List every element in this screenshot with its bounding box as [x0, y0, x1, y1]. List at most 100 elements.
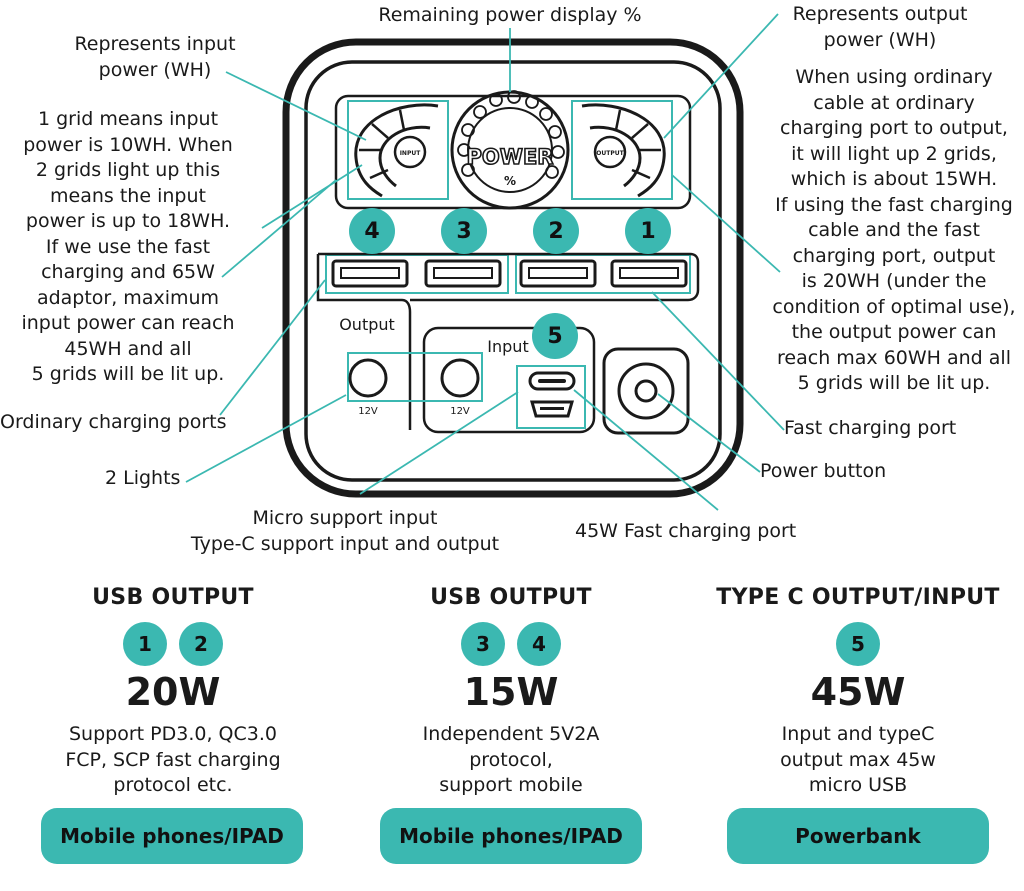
light-right-voltage: 12V	[450, 406, 470, 417]
usb-port-4-inner	[340, 267, 400, 279]
spec-power: 45W	[810, 670, 906, 714]
spec-title: TYPE C OUTPUT/INPUT	[716, 585, 1000, 610]
input-gauge	[354, 103, 439, 198]
spec-power: 20W	[125, 670, 221, 714]
lights-group-frame	[347, 352, 483, 402]
leader-two-lights	[185, 394, 347, 483]
upper-separator	[318, 252, 700, 302]
spec-badge-5: 5	[836, 622, 880, 666]
spec-badges: 1 2	[23, 622, 323, 666]
power-gauge-label: POWER	[467, 145, 554, 169]
power-button-core	[634, 379, 658, 403]
output-gauge-label: OUTPUT	[596, 150, 624, 157]
usb-port-1	[610, 259, 688, 288]
spec-description: Support PD3.0, QC3.0 FCP, SCP fast charg…	[65, 723, 281, 796]
port-badge-4: 4	[349, 208, 395, 254]
light-right	[440, 358, 480, 398]
spec-badge-1: 1	[123, 622, 167, 666]
remaining-power-callout: Remaining power display %	[378, 4, 642, 26]
output-gauge-tick-4	[614, 109, 622, 131]
spec-badges: 5	[708, 622, 1008, 666]
light-left	[348, 358, 388, 398]
typec-port-tongue	[538, 379, 566, 383]
power-gauge-segment-5	[525, 95, 539, 109]
output-input-separator	[316, 254, 412, 430]
ordinary-ports-callout: Ordinary charging ports	[0, 411, 227, 433]
power-button-ring	[617, 362, 675, 420]
usb-port-1-inner	[619, 267, 679, 279]
leader-output-explain	[671, 174, 781, 273]
input-gauge-tick-1	[369, 168, 389, 180]
device-outer-shell	[282, 38, 744, 498]
leader-input-explain-2	[221, 179, 337, 278]
leader-power-button	[657, 393, 761, 473]
usb-port-3-inner	[433, 267, 493, 279]
spec-description: Input and typeC output max 45w micro USB	[780, 723, 936, 796]
micro-usb-tongue	[540, 407, 564, 410]
typec-port	[528, 371, 576, 391]
light-left-voltage: 12V	[358, 406, 378, 417]
power-gauge-segment-11	[461, 163, 475, 177]
spec-badges: 3 4	[361, 622, 661, 666]
power-gauge-segment-4	[507, 90, 521, 104]
usb-port-2	[519, 259, 597, 288]
power-gauge-segment-1	[461, 123, 475, 137]
output-section-label: Output	[339, 315, 395, 334]
power-gauge-segment-7	[548, 125, 562, 139]
output-gauge-frame	[571, 100, 673, 200]
power-gauge-segment-9	[545, 165, 559, 179]
powerbank-button[interactable]: Powerbank	[727, 808, 989, 864]
output-explain-callout: When using ordinary cable at ordinary ch…	[772, 66, 1016, 394]
spec-badge-2: 2	[179, 622, 223, 666]
input-explain-callout: 1 grid means input power is 10WH. When 2…	[21, 108, 235, 385]
leader-fast-port	[651, 291, 785, 431]
spec-title: USB OUTPUT	[430, 585, 592, 610]
device-inner-shell	[304, 60, 722, 482]
input-power-callout: Represents input power (WH)	[74, 33, 236, 81]
power-gauge-segment-3	[489, 93, 503, 107]
port-badge-2: 2	[533, 208, 579, 254]
output-gauge-arc-inner	[589, 125, 642, 188]
spec-column-usb-20w: USB OUTPUT 1 2 20W Support PD3.0, QC3.0 …	[23, 585, 323, 799]
output-gauge-tick-1	[631, 168, 651, 180]
power-gauge-segment-10	[457, 143, 471, 157]
power-button-callout: Power button	[760, 460, 887, 482]
output-gauge	[581, 103, 666, 198]
output-gauge-dial	[593, 135, 627, 169]
spec-column-typec-45w: TYPE C OUTPUT/INPUT 5 45W Input and type…	[708, 585, 1008, 799]
leader-input-power	[225, 71, 367, 141]
input-gauge-dial	[393, 135, 427, 169]
usb-port-4	[331, 259, 409, 288]
leader-micro-typec	[359, 391, 519, 495]
input-section-label: Input	[487, 337, 528, 356]
output-gauge-tick-3	[631, 123, 649, 139]
spec-badge-3: 3	[461, 622, 505, 666]
mobile-ipad-button-2[interactable]: Mobile phones/IPAD	[380, 808, 642, 864]
input-gauge-label: INPUT	[400, 150, 422, 157]
input-gauge-frame	[347, 100, 449, 200]
power-gauge-unit: %	[504, 174, 516, 188]
power-station-diagram: INPUT OUTPUT POWER % Output	[185, 13, 785, 511]
leader-ordinary-ports	[219, 279, 326, 416]
two-lights-callout: 2 Lights	[105, 467, 181, 489]
fast-port-callout: Fast charging port	[784, 417, 957, 439]
usb-port-3	[424, 259, 502, 288]
spec-description: Independent 5V2A protocol, support mobil…	[422, 723, 600, 796]
output-gauge-arc-outer	[581, 103, 666, 198]
spec-badge-4: 4	[517, 622, 561, 666]
typec-micro-frame	[516, 365, 586, 429]
power-button-housing	[602, 347, 690, 435]
leader-output-power	[663, 13, 779, 139]
spec-power: 15W	[463, 670, 559, 714]
mobile-ipad-button-1[interactable]: Mobile phones/IPAD	[41, 808, 303, 864]
micro-typec-callout: Micro support input Type-C support input…	[190, 507, 500, 555]
leader-input-explain-1	[261, 164, 363, 229]
input-gauge-arc-outer	[354, 103, 439, 198]
input-gauge-tick-4	[398, 109, 406, 131]
port-badge-3: 3	[441, 208, 487, 254]
spec-title: USB OUTPUT	[92, 585, 254, 610]
spec-column-usb-15w: USB OUTPUT 3 4 15W Independent 5V2A prot…	[361, 585, 661, 799]
output-power-callout: Represents output power (WH)	[792, 3, 968, 51]
power-gauge-segment-2	[473, 105, 487, 119]
port-badge-1: 1	[625, 208, 671, 254]
